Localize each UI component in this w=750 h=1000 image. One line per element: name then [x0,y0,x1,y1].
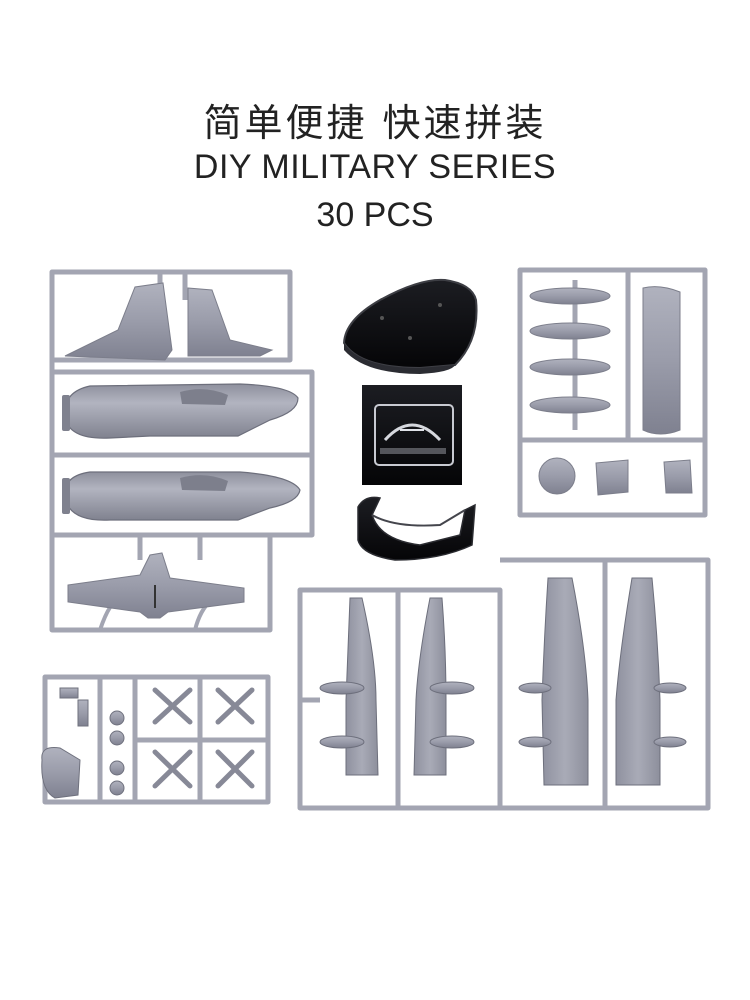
cowl-part-b [663,459,693,494]
fuselage-half-lower [64,471,301,521]
stand-arm [357,496,476,561]
drop-tank-4 [529,396,611,414]
drop-tank-3 [529,358,611,376]
title-english: DIY MILITARY SERIES [193,148,557,186]
fuselage-half-upper [64,383,299,439]
title-chinese: 简单便捷 快速拼装 [203,101,547,145]
tail-fin-right [187,287,274,357]
sprue-small-parts [517,267,708,518]
sprue-wings [297,557,711,811]
drop-tank-2 [529,322,611,340]
wing-panel-4 [615,577,661,786]
wing-panel-2 [413,597,447,776]
sprue-propellers [41,674,271,805]
sprue-fuselage [49,269,315,633]
drop-tank-1 [529,287,611,305]
model-kit-photo [41,267,711,811]
cowl-part-a [595,459,629,496]
engine-cowling [41,747,81,799]
wing-panel-3 [541,577,589,786]
tail-fin-left [64,282,173,361]
display-stand-base [342,278,478,374]
clear-canopy-card [362,385,462,485]
piece-count: 30 PCS [316,196,434,234]
round-part [538,457,576,495]
long-part [642,286,681,435]
